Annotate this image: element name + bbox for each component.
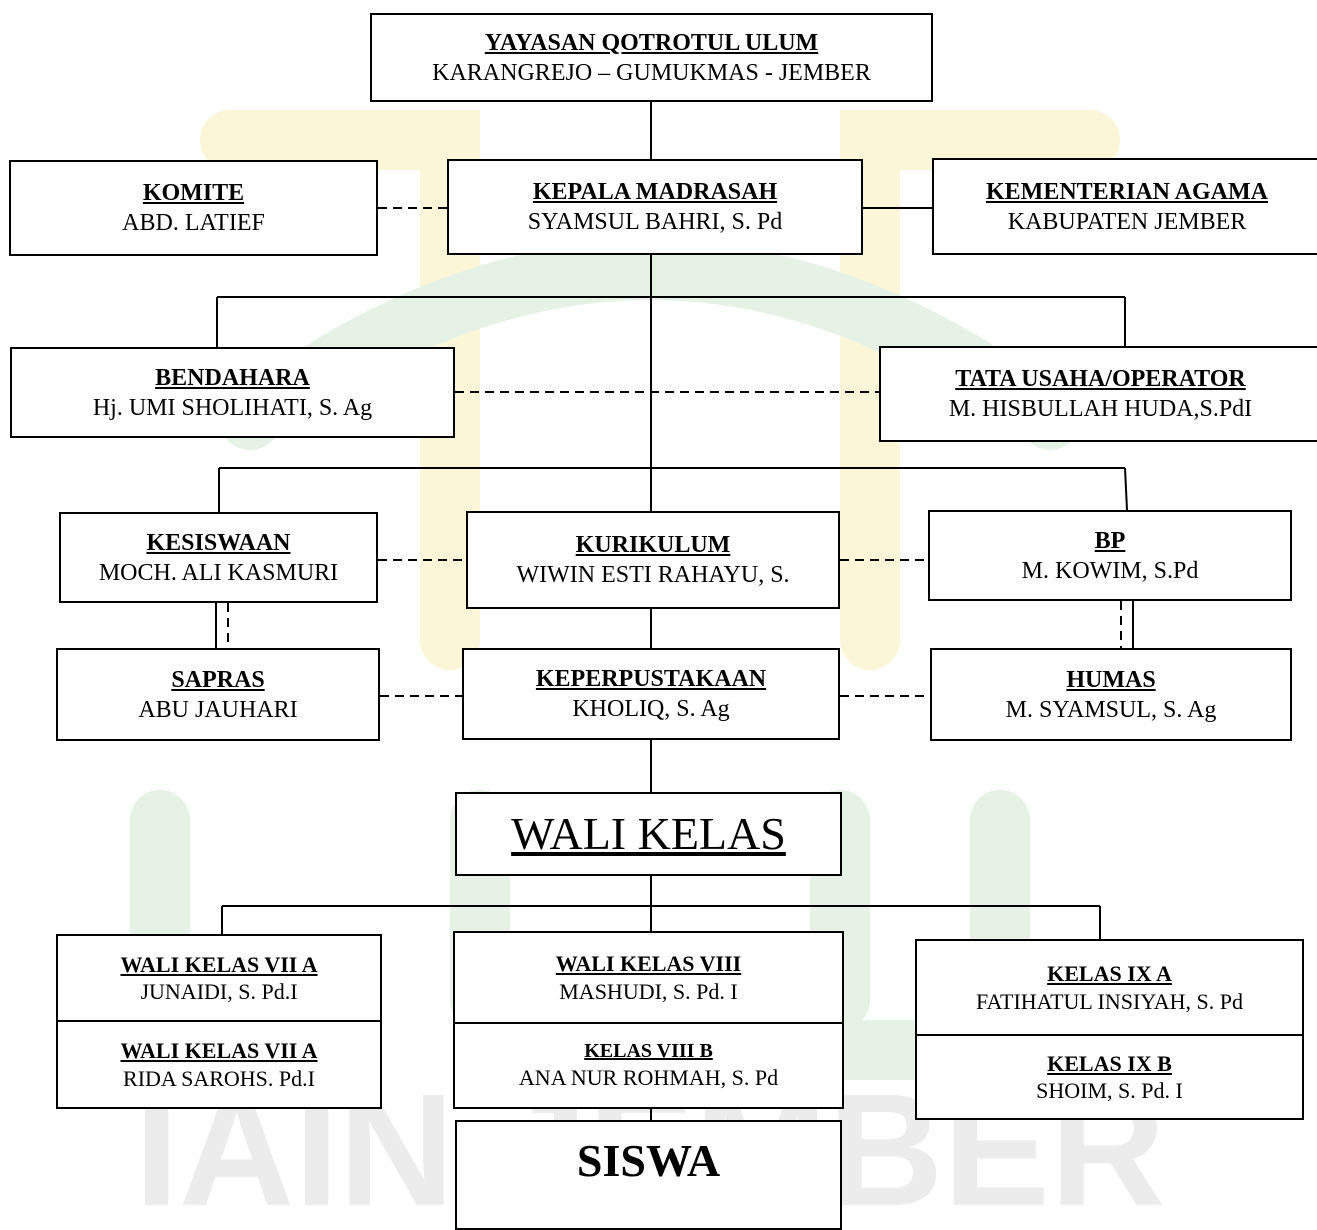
node-siswa: SISWA — [455, 1120, 842, 1230]
node-name: KHOLIQ, S. Ag — [572, 696, 730, 722]
node-wali-kelas-viii: WALI KELAS VIII MASHUDI, S. Pd. I — [453, 931, 844, 1024]
node-sapras: SAPRAS ABU JAUHARI — [56, 648, 380, 741]
node-komite: KOMITE ABD. LATIEF — [9, 160, 378, 256]
node-kesiswaan: KESISWAAN MOCH. ALI KASMURI — [59, 512, 378, 603]
node-title: KESISWAAN — [146, 529, 291, 556]
node-kelas-ix-a: KELAS IX A FATIHATUL INSIYAH, S. Pd — [915, 939, 1304, 1036]
node-title: KELAS VIII B — [584, 1040, 713, 1063]
node-title: SISWA — [576, 1135, 721, 1186]
node-keperpustakaan: KEPERPUSTAKAAN KHOLIQ, S. Ag — [462, 648, 840, 740]
node-name: RIDA SAROHS. Pd.I — [123, 1065, 315, 1091]
node-name: MOCH. ALI KASMURI — [98, 559, 339, 586]
node-title: KEPALA MADRASAH — [532, 179, 778, 205]
node-title: YAYASAN QOTROTUL ULUM — [484, 29, 819, 56]
node-kelas-ix-b: KELAS IX B SHOIM, S. Pd. I — [915, 1034, 1304, 1120]
node-title: WALI KELAS VII A — [120, 1038, 318, 1063]
node-humas: HUMAS M. SYAMSUL, S. Ag — [930, 648, 1292, 741]
node-name: ABD. LATIEF — [122, 210, 265, 236]
node-title: WALI KELAS VIII — [555, 951, 742, 976]
node-tata-usaha: TATA USAHA/OPERATOR M. HISBULLAH HUDA,S.… — [879, 346, 1317, 442]
connector-line — [1124, 467, 1128, 511]
node-title: KEPERPUSTAKAAN — [535, 666, 767, 692]
node-kurikulum: KURIKULUM WIWIN ESTI RAHAYU, S. — [466, 511, 840, 609]
node-title: KEMENTERIAN AGAMA — [985, 178, 1268, 205]
node-title: HUMAS — [1066, 666, 1156, 693]
node-name: M. SYAMSUL, S. Ag — [1005, 696, 1217, 723]
node-name: SHOIM, S. Pd. I — [1036, 1078, 1183, 1103]
node-title: WALI KELAS VII A — [120, 951, 318, 977]
node-name: ABU JAUHARI — [138, 696, 298, 723]
node-kepala-madrasah: KEPALA MADRASAH SYAMSUL BAHRI, S. Pd — [447, 159, 863, 255]
node-title: BP — [1094, 527, 1126, 554]
node-bendahara: BENDAHARA Hj. UMI SHOLIHATI, S. Ag — [10, 347, 455, 438]
node-title: KURIKULUM — [575, 532, 731, 558]
node-yayasan: YAYASAN QOTROTUL ULUM KARANGREJO – GUMUK… — [370, 13, 933, 102]
node-name: Hj. UMI SHOLIHATI, S. Ag — [92, 394, 373, 421]
node-title: WALI KELAS — [511, 808, 786, 860]
node-name: WIWIN ESTI RAHAYU, S. — [516, 562, 790, 588]
node-kelas-viii-b: KELAS VIII B ANA NUR ROHMAH, S. Pd — [453, 1022, 844, 1109]
node-title: KELAS IX B — [1047, 1050, 1172, 1076]
node-name: SYAMSUL BAHRI, S. Pd — [527, 209, 783, 235]
node-title: SAPRAS — [171, 666, 265, 693]
node-title: KOMITE — [142, 180, 245, 206]
node-bp: BP M. KOWIM, S.Pd — [928, 510, 1292, 601]
node-wali-kelas-vii-a: WALI KELAS VII A JUNAIDI, S. Pd.I — [56, 934, 382, 1022]
node-name: MASHUDI, S. Pd. I — [559, 978, 738, 1004]
node-name: ANA NUR ROHMAH, S. Pd — [518, 1065, 779, 1091]
node-name: KABUPATEN JEMBER — [1007, 208, 1247, 235]
node-title: BENDAHARA — [155, 364, 310, 391]
node-name: JUNAIDI, S. Pd.I — [140, 979, 298, 1004]
node-name: M. KOWIM, S.Pd — [1021, 557, 1199, 584]
node-wali-kelas-vii-a-2: WALI KELAS VII A RIDA SAROHS. Pd.I — [56, 1020, 382, 1109]
node-kementerian-agama: KEMENTERIAN AGAMA KABUPATEN JEMBER — [932, 158, 1317, 255]
node-name: M. HISBULLAH HUDA,S.PdI — [948, 396, 1253, 422]
node-wali-kelas: WALI KELAS — [455, 792, 842, 876]
node-name: FATIHATUL INSIYAH, S. Pd — [975, 988, 1244, 1014]
node-title: KELAS IX A — [1047, 961, 1172, 986]
node-name: KARANGREJO – GUMUKMAS - JEMBER — [432, 59, 871, 86]
node-title: TATA USAHA/OPERATOR — [955, 366, 1246, 392]
